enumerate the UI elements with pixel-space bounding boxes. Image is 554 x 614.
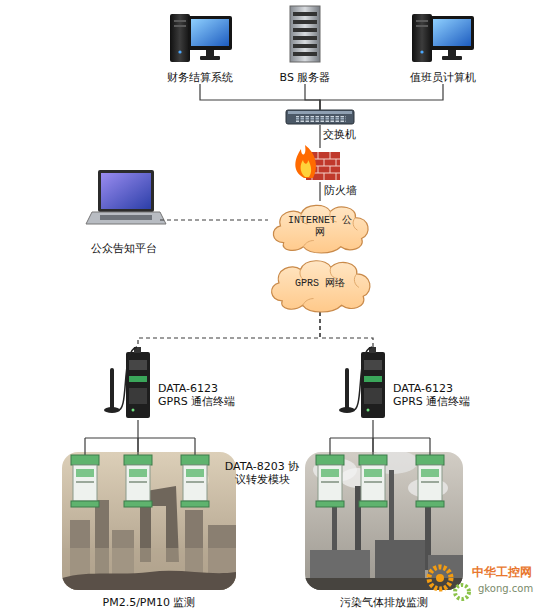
- text-group: DATA-6123 GPRS 通信终端: [158, 382, 242, 408]
- server-slot: [293, 44, 317, 48]
- text-group: PM2.5/PM10 监测: [62, 596, 236, 609]
- hazy-sky: [62, 452, 236, 590]
- gprs-terminal: DATA-6123 GPRS 通信终端: [357, 350, 389, 420]
- server-body: [290, 6, 320, 62]
- module-bus: [330, 438, 430, 455]
- text-group: 公众告知平台: [84, 242, 164, 255]
- network-link: [137, 420, 138, 452]
- node-label: DATA-6123 GPRS 通信终端: [158, 382, 242, 408]
- node-label: PM2.5/PM10 监测: [62, 596, 236, 609]
- laptop-keyboard: [100, 215, 152, 220]
- gprs-terminal-icon: [339, 347, 385, 418]
- switch-icon: [286, 110, 354, 124]
- protocol-module-icon: [181, 455, 209, 507]
- text-group: 交换机: [323, 128, 363, 141]
- monitoring-site: 污染气体排放监测: [305, 452, 463, 590]
- laptop-lid: [98, 170, 154, 212]
- gear: [455, 585, 469, 599]
- text-group: BS 服务器: [265, 71, 345, 84]
- network-link: [305, 84, 320, 110]
- computer-node: 财务结算系统: [150, 8, 250, 84]
- computer-icon: [412, 14, 474, 62]
- network-link: [138, 312, 320, 350]
- monitoring-site: PM2.5/PM10 监测: [62, 452, 236, 590]
- gprs-terminal: DATA-6123 GPRS 通信终端: [122, 350, 154, 420]
- laptop-base: [86, 212, 166, 224]
- foreground-trees: [62, 571, 236, 590]
- factory-photo: [305, 452, 463, 590]
- text-group: DATA-6123 GPRS 通信终端: [393, 382, 477, 408]
- node-label: BS 服务器: [265, 71, 345, 84]
- firewall-node: 防火墙: [300, 148, 340, 182]
- text-group: 值班员计算机: [393, 71, 493, 84]
- node-label: 公众告知平台: [84, 242, 164, 255]
- network-link: [200, 84, 320, 110]
- protocol-module-icon: [316, 455, 344, 507]
- module-label: DATA-8203 协议转发模块: [224, 460, 300, 486]
- node-label: 财务结算系统: [150, 71, 250, 84]
- network-cloud: INTERNET 公网: [268, 201, 372, 253]
- server-slot: [293, 36, 317, 40]
- text-group: 财务结算系统: [150, 71, 250, 84]
- polluted-sky: [305, 452, 463, 590]
- cloud-outline: [273, 205, 368, 253]
- protocol-module-icon: [359, 455, 387, 507]
- watermark: 中华工控网: [472, 566, 552, 579]
- server-slot: [293, 20, 317, 24]
- network-link: [319, 125, 320, 148]
- switch-ports: [296, 116, 346, 122]
- computer-node: 值班员计算机: [393, 8, 493, 84]
- node-label: DATA-6123 GPRS 通信终端: [393, 382, 477, 408]
- text-group: 污染气体排放监测: [305, 596, 463, 609]
- module-bus: [85, 438, 195, 455]
- server-slot: [293, 12, 317, 16]
- network-link: [320, 312, 373, 350]
- computer-icon: [170, 14, 232, 62]
- protocol-module-icon: [124, 455, 152, 507]
- node-label: 防火墙: [324, 184, 368, 197]
- haze-band: [62, 548, 236, 590]
- gprs-terminal-icon: [104, 347, 150, 418]
- server-slot: [293, 52, 317, 56]
- network-link: [319, 182, 320, 201]
- server-node: BS 服务器: [265, 8, 345, 84]
- watermark: gkong.com: [478, 582, 548, 595]
- network-link: [160, 219, 268, 220]
- node-label: 污染气体排放监测: [305, 596, 463, 609]
- protocol-module-icon: [71, 455, 99, 507]
- node-label: 值班员计算机: [393, 71, 493, 84]
- switch-highlight: [288, 111, 352, 114]
- laptop-icon: [86, 170, 166, 224]
- laptop-screen: [101, 173, 151, 209]
- server-slot: [293, 28, 317, 32]
- node-label: INTERNET 公网: [288, 215, 352, 239]
- server-icon: [290, 6, 320, 62]
- gear: [429, 567, 451, 589]
- network-link: [320, 84, 443, 110]
- node-label: GPRS 网络: [288, 278, 352, 290]
- text-group: INTERNET 公网: [288, 215, 352, 239]
- firewall-icon: [295, 145, 340, 180]
- text-group: GPRS 网络: [288, 278, 352, 290]
- network-cloud: GPRS 网络: [266, 256, 374, 312]
- flame-core: [301, 160, 312, 177]
- watermark-logo: [429, 567, 469, 599]
- smog-photo: [62, 452, 236, 590]
- text-group: 防火墙: [324, 184, 368, 197]
- protocol-module-icon: [416, 455, 444, 507]
- cloud-outline: [272, 261, 370, 312]
- switch-body: [286, 110, 354, 124]
- network-link: [372, 420, 373, 452]
- flame: [295, 145, 316, 178]
- gear-hub: [436, 574, 444, 582]
- switch-node: 交换机: [285, 110, 355, 125]
- node-label: 交换机: [323, 128, 363, 141]
- laptop-node: 公众告知平台: [88, 168, 160, 226]
